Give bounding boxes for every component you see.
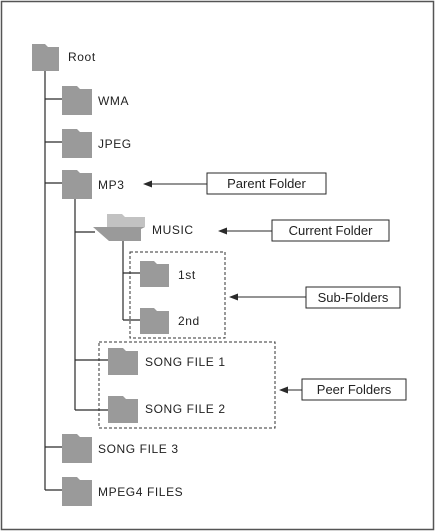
folder-icon-song3 xyxy=(62,434,92,463)
callout-box-parent xyxy=(206,172,327,195)
folder-icon-mpeg4 xyxy=(62,477,92,506)
folder-label-1st: 1st xyxy=(178,268,196,282)
folder-label-jpeg: JPEG xyxy=(98,137,132,151)
callout-current-folder: Current Folder xyxy=(289,223,373,238)
callout-parent-folder: Parent Folder xyxy=(227,176,306,191)
callout-sub-folders: Sub-Folders xyxy=(318,290,389,305)
folder-icon-1st xyxy=(140,261,169,287)
folder-icon-song1 xyxy=(108,348,138,375)
callout-box-sub xyxy=(305,286,401,309)
folder-label-song2: SONG FILE 2 xyxy=(145,402,226,416)
folder-label-song3: SONG FILE 3 xyxy=(98,442,179,456)
folder-label-music: MUSIC xyxy=(152,223,194,237)
folder-label-song1: SONG FILE 1 xyxy=(145,355,226,369)
tree-lines xyxy=(44,70,140,491)
callout-arrows xyxy=(143,180,306,394)
folder-label-2nd: 2nd xyxy=(178,314,200,328)
callout-box-peer xyxy=(301,378,407,401)
folder-label-root: Root xyxy=(68,50,96,64)
folder-icon-2nd xyxy=(140,308,169,334)
folder-label-wma: WMA xyxy=(98,94,129,108)
folder-icon-mp3 xyxy=(62,170,92,199)
folder-icon-wma xyxy=(62,86,92,115)
subfolders-group-box xyxy=(129,251,226,339)
callout-box-current xyxy=(271,219,390,242)
folder-label-mp3: MP3 xyxy=(98,178,124,192)
callout-peer-folders: Peer Folders xyxy=(317,382,392,397)
folder-open-icon-music xyxy=(93,214,145,241)
folder-icon-song2 xyxy=(108,396,138,423)
folder-icon-root xyxy=(32,44,59,71)
peer-folders-group-box xyxy=(98,341,276,429)
folder-label-mpeg4: MPEG4 FILES xyxy=(98,485,183,499)
folder-icon-jpeg xyxy=(62,129,92,158)
